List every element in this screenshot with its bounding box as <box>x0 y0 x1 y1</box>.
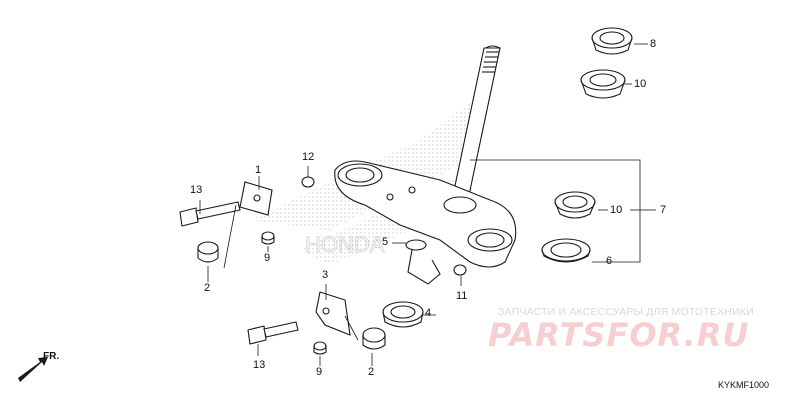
callout-3: 3 <box>322 269 329 281</box>
bearing-10-lower <box>554 191 596 219</box>
leader-lines <box>199 43 656 366</box>
callout-11: 11 <box>456 290 468 302</box>
callout-5: 5 <box>382 236 389 248</box>
diagram-code: KYKMF1000 <box>718 380 770 390</box>
bolt-13-lower <box>247 321 299 345</box>
callout-13-upper: 13 <box>190 184 203 196</box>
callout-9-lower: 9 <box>316 366 323 378</box>
callout-8: 8 <box>650 38 657 50</box>
watermark-tagline: ЗАПЧАСТИ И АКСЕССУАРЫ ДЛЯ МОТОТЕХНИКИ <box>498 306 754 318</box>
washer-11 <box>453 264 467 276</box>
collar-9-upper <box>261 231 275 245</box>
callout-1: 1 <box>255 164 262 176</box>
grommet-2-upper <box>197 241 219 263</box>
bracket-1 <box>239 181 273 216</box>
front-direction-arrow-icon <box>18 357 48 382</box>
svg-text:HONDA: HONDA <box>305 232 385 257</box>
callout-2-upper: 2 <box>204 282 211 294</box>
callout-10-upper: 10 <box>634 78 647 90</box>
bolt-13-upper <box>179 201 241 227</box>
bearing-10-upper <box>580 69 626 99</box>
bracket-3 <box>315 291 351 336</box>
callout-9-upper: 9 <box>264 252 271 264</box>
callout-7: 7 <box>660 204 667 216</box>
callout-2-lower: 2 <box>368 366 375 378</box>
cone-race-8 <box>591 27 633 55</box>
washer-12 <box>301 176 315 188</box>
race-6 <box>541 238 591 263</box>
collar-9-lower <box>313 341 327 355</box>
callout-4: 4 <box>425 307 432 319</box>
callout-10-lower: 10 <box>610 204 623 216</box>
callout-6: 6 <box>606 255 613 267</box>
bottom-bridge <box>334 160 517 268</box>
callout-12: 12 <box>302 151 315 163</box>
callout-13-lower: 13 <box>253 359 266 371</box>
clamp-5 <box>405 239 441 285</box>
grommet-2-lower <box>362 327 386 350</box>
dust-seal-4 <box>382 301 424 328</box>
front-direction-label: FR. <box>43 351 60 362</box>
watermark-logo: PARTSFOR.RU <box>488 316 750 354</box>
